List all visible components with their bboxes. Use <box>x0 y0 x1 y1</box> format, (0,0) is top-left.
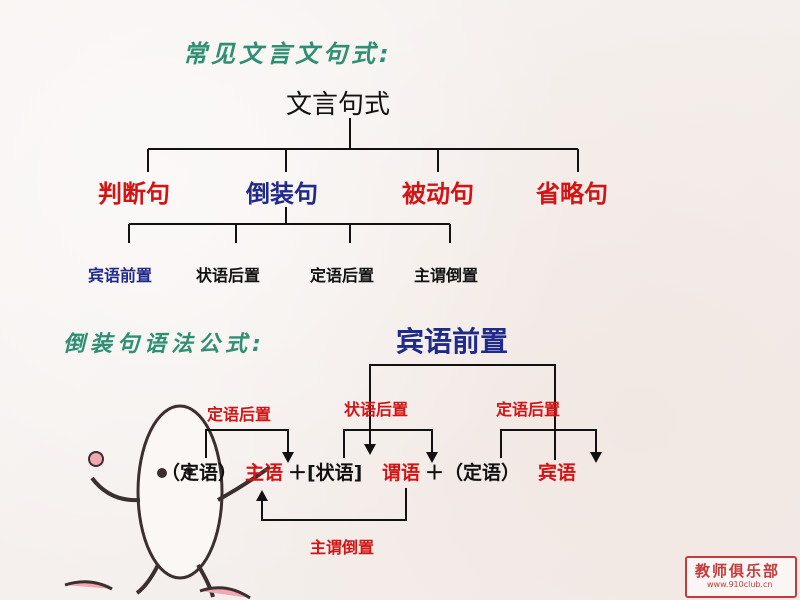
subject-predicate-inversion-label: 主谓倒置 <box>310 538 375 557</box>
node-passive-sentence: 被动句 <box>402 180 474 208</box>
subnode-object-fronting: 宾语前置 <box>88 266 153 285</box>
mascot-skater-illustration <box>64 404 272 600</box>
club-logo-text: 教师俱乐部 <box>695 562 781 580</box>
formula-part-predicate: 谓语 <box>382 462 421 484</box>
definitive-post-left-arrow <box>205 429 289 458</box>
subnode-subject-predicate-inversion: 主谓倒置 <box>414 266 479 285</box>
formula-part-object: 宾语 <box>538 462 577 484</box>
subnode-adverbial-postposition: 状语后置 <box>196 266 261 285</box>
node-elliptical-sentence: 省略句 <box>536 180 608 208</box>
club-logo-stamp: 教师俱乐部 www.910club.cn <box>685 556 797 598</box>
adverbial-post-arrowhead <box>426 452 438 463</box>
big-object-fronting-label: 宾语前置 <box>396 325 509 358</box>
definitive-post-left-arrowhead <box>282 452 294 463</box>
root-node-label: 文言句式 <box>286 90 391 120</box>
club-logo-url: www.910club.cn <box>707 580 773 589</box>
definitive-post-right-arrow <box>500 429 597 458</box>
formula-part-attributive-right: ＋（定语） <box>425 462 521 484</box>
adverbial-post-label: 状语后置 <box>344 400 409 419</box>
subnode-attributive-postposition: 定语后置 <box>310 266 375 285</box>
definitive-post-right-label: 定语后置 <box>496 400 561 419</box>
subject-predicate-arrow <box>261 488 407 521</box>
formula-part-attributive-left: （定语） <box>161 462 238 484</box>
big-object-fronting-arrowhead <box>364 444 376 455</box>
section-title-formula: 倒装句语法公式: <box>63 332 266 357</box>
definitive-post-left-label: 定语后置 <box>207 405 272 424</box>
formula-part-adverbial: ＋[状语] <box>288 462 363 484</box>
definitive-post-right-arrowhead <box>590 452 602 463</box>
subject-predicate-arrowhead <box>256 490 268 501</box>
section-title-common-patterns: 常见文言文句式: <box>183 40 393 68</box>
formula-part-subject: 主语 <box>245 462 284 484</box>
node-judgment-sentence: 判断句 <box>98 180 170 208</box>
adverbial-post-arrow <box>343 429 433 458</box>
node-inverted-sentence: 倒装句 <box>246 180 318 208</box>
